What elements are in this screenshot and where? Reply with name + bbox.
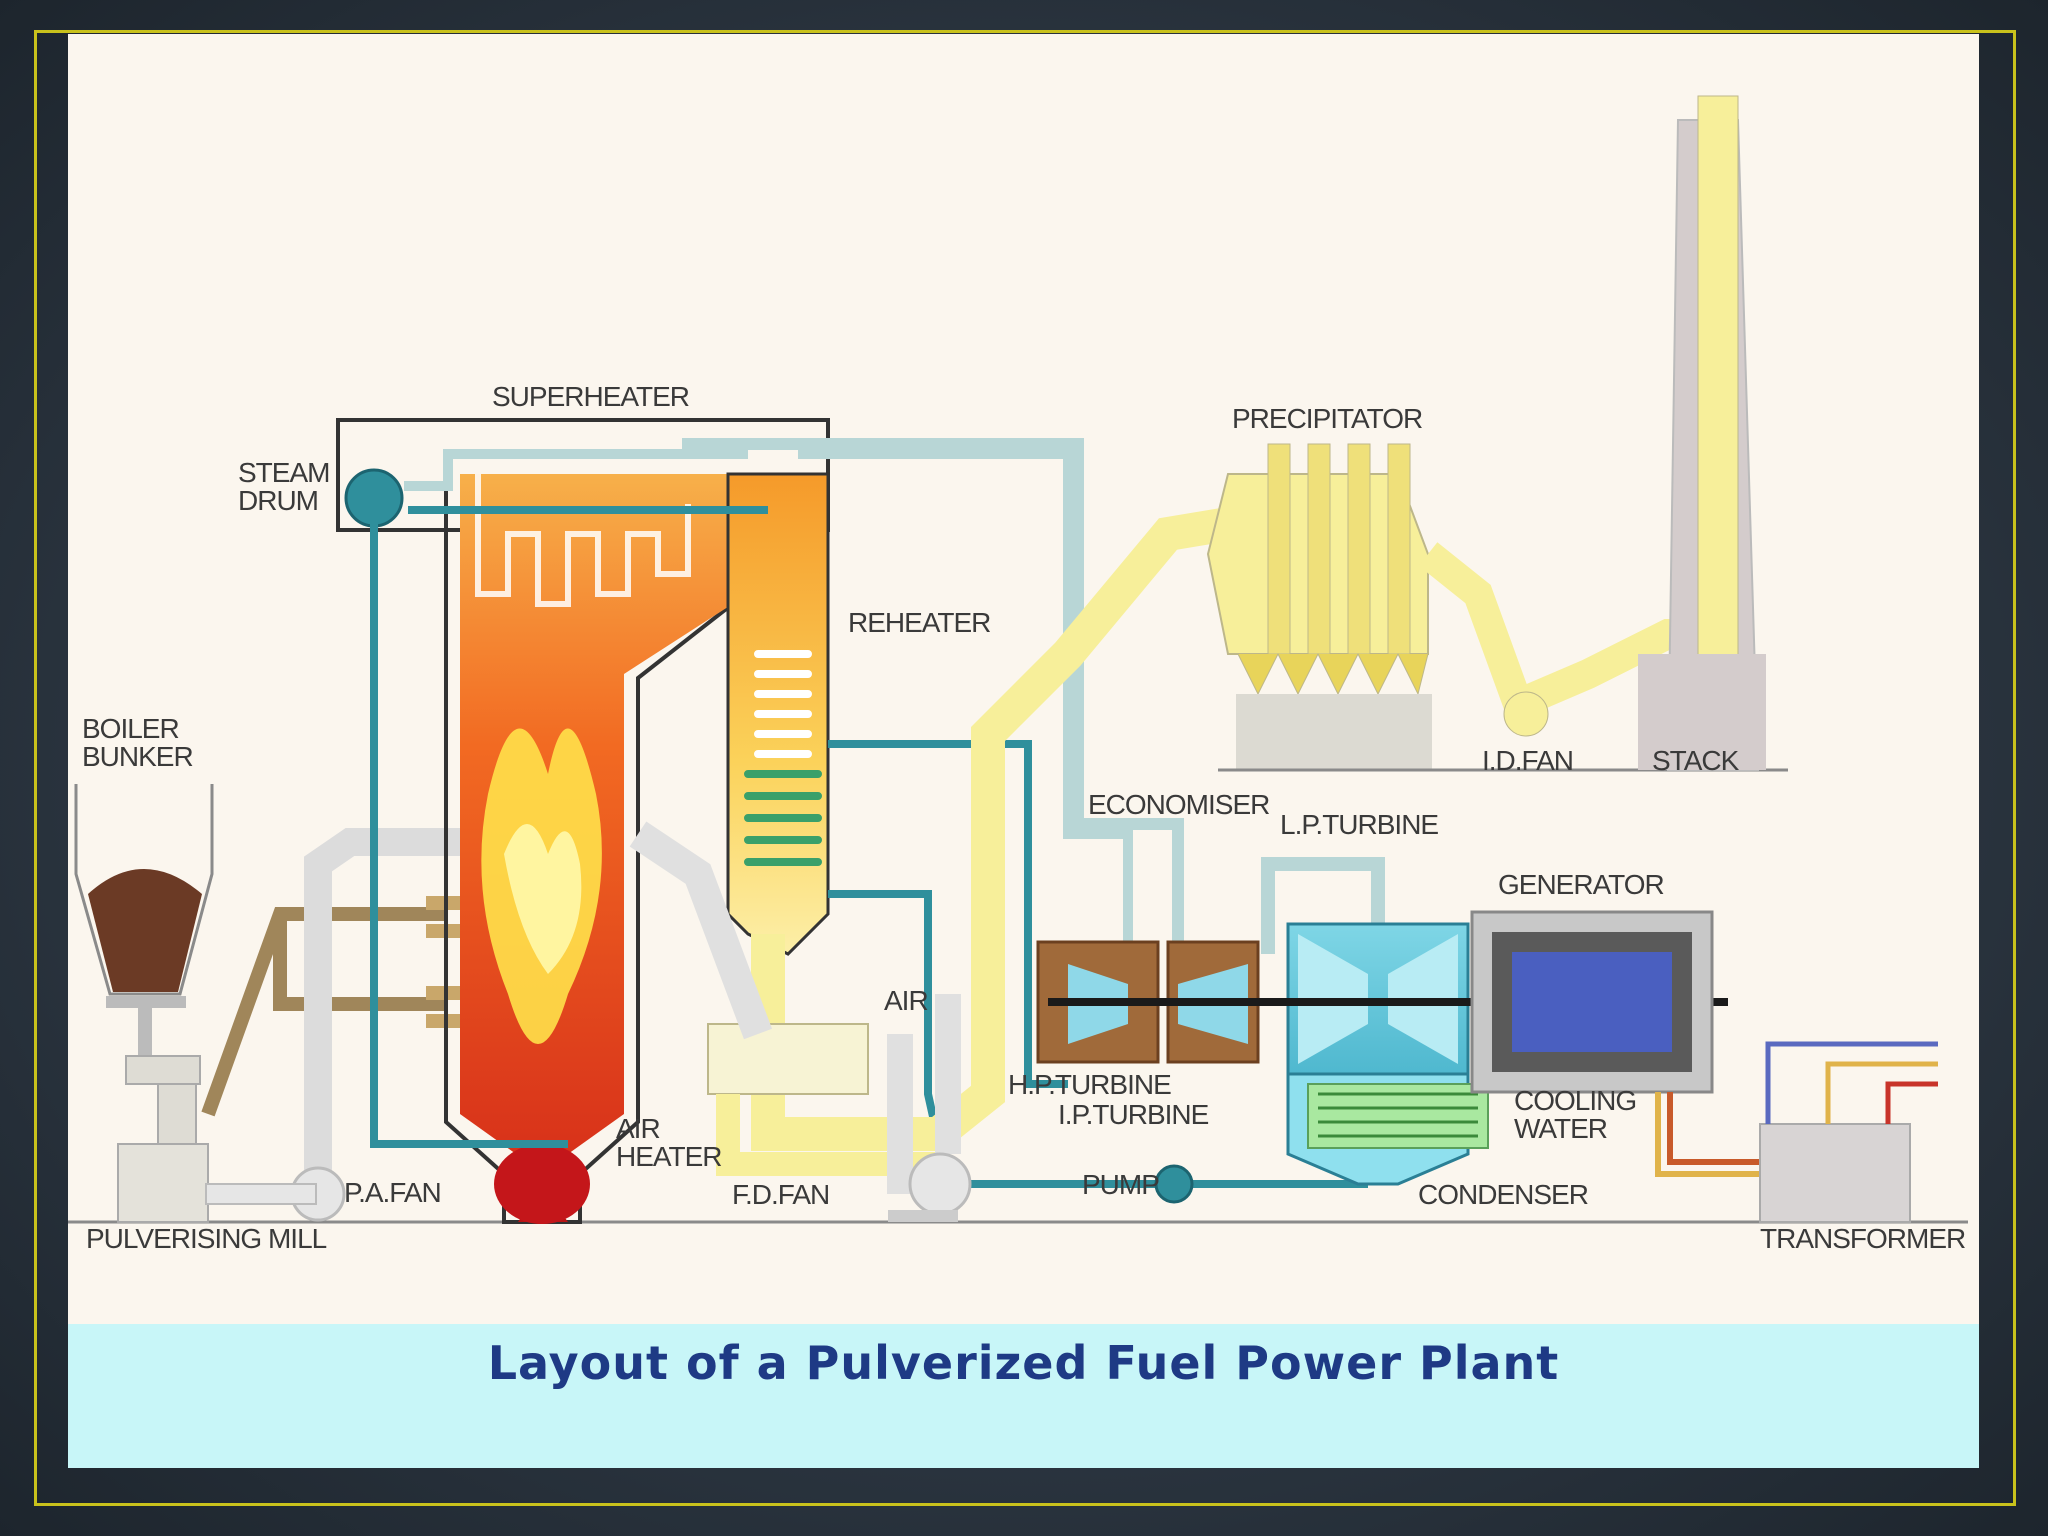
label-cooling-water-2: WATER <box>1514 1113 1607 1144</box>
label-steam-drum-1: STEAM <box>238 457 329 488</box>
pump <box>1154 1164 1194 1204</box>
furnace <box>460 474 748 1224</box>
label-pump: PUMP <box>1082 1169 1159 1200</box>
air-duct <box>629 821 773 1040</box>
diagram-title: Layout of a Pulverized Fuel Power Plant <box>487 1336 1560 1390</box>
label-boiler-bunker-2: BUNKER <box>82 741 193 772</box>
label-superheater: SUPERHEATER <box>492 381 689 412</box>
precipitator <box>1206 443 1788 772</box>
pa-fan <box>205 828 568 1222</box>
label-condenser: CONDENSER <box>1418 1179 1588 1210</box>
slide-frame <box>34 30 2016 1506</box>
label-precipitator: PRECIPITATOR <box>1232 403 1422 434</box>
label-boiler-bunker-1: BOILER <box>82 713 179 744</box>
label-stack: STACK <box>1652 745 1740 776</box>
generator <box>1470 910 1714 1094</box>
label-lp-turbine: L.P.TURBINE <box>1280 809 1438 840</box>
label-pulverising-mill: PULVERISING MILL <box>86 1223 327 1254</box>
caption-band <box>68 1324 1979 1468</box>
label-air: AIR <box>884 985 928 1016</box>
label-hp-turbine: H.P.TURBINE <box>1008 1069 1171 1100</box>
label-economiser: ECONOMISER <box>1088 789 1269 820</box>
transformer <box>1759 1041 1938 1223</box>
reheater <box>726 472 830 956</box>
label-id-fan: I.D.FAN <box>1482 745 1573 776</box>
steam-drum <box>344 468 404 528</box>
flue-gas-duct <box>751 507 1231 1151</box>
fd-fan <box>887 994 972 1222</box>
stack <box>1638 95 1766 771</box>
label-reheater: REHEATER <box>848 607 990 638</box>
air-heater <box>707 1023 948 1176</box>
diagram-picture: SUPERHEATER STEAM DRUM REHEATER BOILER B… <box>68 34 1979 1468</box>
label-cooling-water-1: COOLING <box>1514 1085 1636 1116</box>
label-air-heater-2: HEATER <box>616 1141 722 1172</box>
turbine-set <box>1036 922 1728 1076</box>
label-ip-turbine: I.P.TURBINE <box>1058 1099 1209 1130</box>
label-transformer: TRANSFORMER <box>1760 1223 1965 1254</box>
label-pa-fan: P.A.FAN <box>344 1177 441 1208</box>
condenser <box>1286 1072 1489 1186</box>
label-generator: GENERATOR <box>1498 869 1664 900</box>
plant-diagram: SUPERHEATER STEAM DRUM REHEATER BOILER B… <box>68 95 1968 1254</box>
pulverising-mill <box>117 1055 209 1223</box>
label-fd-fan: F.D.FAN <box>732 1179 829 1210</box>
boiler-bunker <box>74 784 214 1056</box>
label-steam-drum-2: DRUM <box>238 485 318 516</box>
label-air-heater-1: AIR <box>616 1113 660 1144</box>
